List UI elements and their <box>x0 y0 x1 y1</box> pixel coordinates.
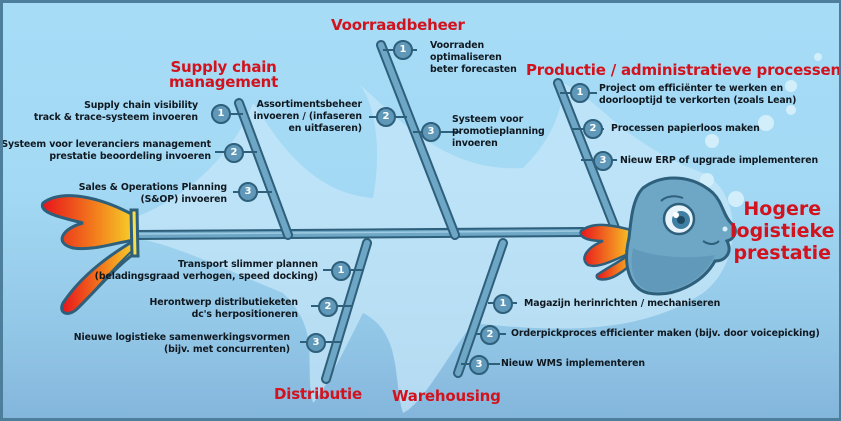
cause-line: optimaliseren <box>430 52 502 63</box>
cause-line: Orderpickproces efficienter maken (bijv.… <box>511 328 820 339</box>
fishbone-artwork <box>40 40 822 413</box>
tail-fin-icon <box>40 194 140 315</box>
category-title-warehousing: Warehousing <box>392 389 501 404</box>
cause-number-badge: 2 <box>376 107 396 127</box>
goal-title: Hogere logistieke prestatie <box>730 198 834 264</box>
cause-line: invoeren <box>452 138 498 149</box>
cause-number-badge: 2 <box>318 297 338 317</box>
bone-supply-chain <box>234 98 293 240</box>
cause-label: Systeem voor leveranciers management pre… <box>1 139 211 163</box>
cause-number-badge: 3 <box>306 333 326 353</box>
cause-label: Herontwerp distributieketen dc's herposi… <box>149 297 299 321</box>
cause-label: Nieuw ERP of upgrade implementeren <box>620 155 818 167</box>
goal-line: Hogere <box>743 198 822 220</box>
category-title-productie: Productie / administratieve processen <box>526 61 841 79</box>
cause-number-badge: 2 <box>480 325 500 345</box>
category-title-line: Productie / administratieve processen <box>526 61 841 79</box>
cause-line: Herontwerp distributieketen <box>149 297 299 308</box>
bone-distributie <box>321 238 372 384</box>
cause-line: prestatie beoordeling invoeren <box>49 151 211 162</box>
cause-line: Nieuw ERP of upgrade implementeren <box>620 155 819 166</box>
cause-number-badge: 1 <box>570 83 590 103</box>
bone-warehousing <box>453 238 508 378</box>
cause-number-badge: 3 <box>469 355 489 375</box>
cause-label: Assortimentsbeheer invoeren / (infaseren… <box>253 99 363 135</box>
cause-line: Voorraden <box>430 40 485 51</box>
category-title-line: Voorraadbeheer <box>331 16 465 34</box>
cause-label: Nieuw WMS implementeren <box>501 358 645 370</box>
cause-line: Processen papierloos maken <box>611 123 760 134</box>
cause-number-badge: 1 <box>331 261 351 281</box>
goal-line: prestatie <box>733 242 832 264</box>
category-title-supply-chain: Supply chain management <box>169 60 278 90</box>
cause-label: Supply chain visibility track & trace-sy… <box>34 100 198 124</box>
bubbles <box>700 53 822 207</box>
cause-line: Transport slimmer plannen <box>177 259 318 270</box>
cause-number-badge: 3 <box>593 151 613 171</box>
cause-label: Voorraden optimaliseren beter forecasten <box>430 40 517 76</box>
cause-line: doorlooptijd te verkorten (zoals Lean) <box>599 95 797 106</box>
cause-line: Nieuw WMS implementeren <box>501 358 645 369</box>
cause-line: Assortimentsbeheer <box>256 99 362 110</box>
fish-head-icon <box>625 176 737 296</box>
cause-label: Processen papierloos maken <box>611 123 760 135</box>
cause-line: Project om efficiënter te werken en <box>599 83 784 94</box>
category-title-distributie: Distributie <box>274 387 362 402</box>
cause-line: beter forecasten <box>430 64 517 75</box>
bone-voorraadbeheer <box>376 40 460 240</box>
cause-number-badge: 2 <box>583 119 603 139</box>
category-title-line: management <box>169 73 279 91</box>
cause-label: Orderpickproces efficienter maken (bijv.… <box>511 328 820 340</box>
cause-number-badge: 1 <box>393 40 413 60</box>
cause-number-badge: 1 <box>211 104 231 124</box>
cause-label: Project om efficiënter te werken en door… <box>599 83 796 107</box>
cause-line: dc's herpositioneren <box>191 309 299 320</box>
cause-line: en uitfaseren) <box>288 123 362 134</box>
cause-line: track & trace-systeem invoeren <box>33 112 198 123</box>
cause-label: Sales & Operations Planning (S&OP) invoe… <box>79 182 227 206</box>
cause-number-badge: 3 <box>238 182 258 202</box>
cause-number-badge: 3 <box>421 122 441 142</box>
spine <box>130 227 588 240</box>
cause-line: Sales & Operations Planning <box>78 182 227 193</box>
cause-line: promotieplanning <box>452 126 545 137</box>
cause-line: (S&OP) invoeren <box>140 194 227 205</box>
cause-line: Systeem voor leveranciers management <box>1 139 211 150</box>
cause-line: Nieuwe logistieke samenwerkingsvormen <box>73 332 290 343</box>
fish-silhouette-shadow <box>133 83 733 413</box>
cause-label: Magazijn herinrichten / mechaniseren <box>524 298 720 310</box>
cause-line: invoeren / (infaseren <box>253 111 363 122</box>
cause-number-badge: 2 <box>224 143 244 163</box>
bone-productie <box>553 78 622 238</box>
category-title-voorraadbeheer: Voorraadbeheer <box>331 18 465 33</box>
cause-line: Supply chain visibility <box>84 100 198 111</box>
goal-line: logistieke <box>730 220 835 242</box>
cause-label: Transport slimmer plannen (beladingsgraa… <box>95 259 318 283</box>
category-title-line: Supply chain <box>170 58 277 76</box>
cause-line: Systeem voor <box>452 114 524 125</box>
cause-number-badge: 1 <box>493 294 513 314</box>
cause-line: Magazijn herinrichten / mechaniseren <box>524 298 721 309</box>
category-title-line: Distributie <box>274 385 362 403</box>
category-title-line: Warehousing <box>392 387 501 405</box>
cause-label: Systeem voor promotieplanning invoeren <box>452 114 545 150</box>
cause-line: (bijv. met concurrenten) <box>163 344 290 355</box>
cause-label: Nieuwe logistieke samenwerkingsvormen (b… <box>74 332 290 356</box>
cause-line: (beladingsgraad verhogen, speed docking) <box>94 271 318 282</box>
